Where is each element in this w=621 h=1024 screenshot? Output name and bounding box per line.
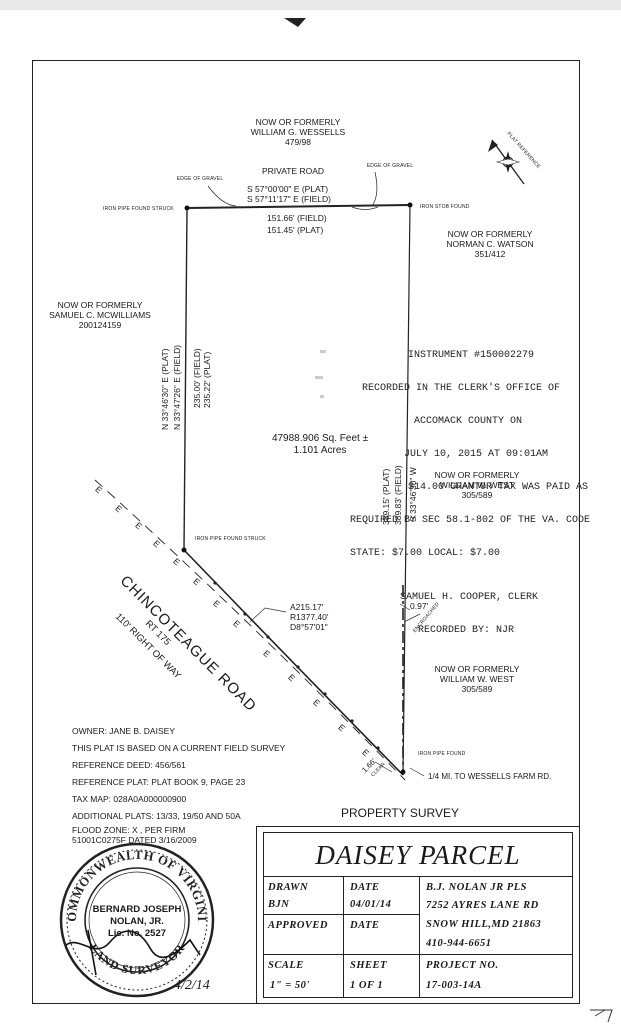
tb-divider	[419, 876, 420, 998]
iron-pipe-nw-label: IRON PIPE FOUND STRUCK	[103, 206, 174, 212]
tb-divider	[343, 876, 344, 998]
west-dist-field: 235.00' (FIELD)	[192, 348, 202, 408]
edge-gravel-right-label: EDGE OF GRAVEL	[366, 163, 414, 169]
firm-address: 7252 AYRES LANE RD	[426, 900, 539, 911]
seal-name-1: BERNARD JOSEPH	[92, 904, 182, 915]
stamp-smudge	[315, 350, 326, 398]
property-survey-label: PROPERTY SURVEY	[340, 806, 460, 820]
firm-city: SNOW HILL,MD 21863	[426, 919, 542, 930]
iron-pipe-nw	[184, 205, 190, 211]
signature	[65, 930, 201, 959]
iron-pipe-sw-label: IRON PIPE FOUND STRUCK	[195, 536, 266, 542]
title-block	[263, 832, 573, 998]
scan-mark	[284, 18, 306, 27]
approved-label: APPROVED	[268, 920, 329, 931]
note-line: TAX MAP: 028A0A000000900	[72, 794, 187, 804]
curve-data: A215.17' R1377.40' D8°57'01"	[290, 602, 329, 632]
scan-mark-corner	[590, 1009, 613, 1023]
flood-note: FLOOD ZONE: X , PER FIRM 51001C0275F DAT…	[72, 825, 197, 845]
iron-stob-ne-label: IRON STOB FOUND	[420, 204, 470, 210]
tb-divider	[263, 876, 573, 877]
note-line: REFERENCE DEED: 456/561	[72, 760, 186, 770]
project-value: 17-003-14A	[426, 980, 482, 991]
scan-top-strip	[0, 0, 621, 10]
seal-ring-bottom: LAND SURVEYOR	[86, 941, 187, 977]
note-line: ADDITIONAL PLATS: 13/33, 19/50 AND 50A	[72, 811, 241, 821]
west-bearing-plat: N 33°46'30" E (PLAT)	[160, 348, 170, 430]
sheet-label: SHEET	[350, 960, 387, 971]
note-line: REFERENCE PLAT: PLAT BOOK 9, PAGE 23	[72, 777, 246, 787]
plat-notes: OWNER: JANE B. DAISEY THIS PLAT IS BASED…	[72, 723, 285, 825]
north-arrow-icon	[488, 139, 525, 185]
seal-name-2: NOLAN, JR.	[110, 916, 164, 927]
road-centerline	[94, 479, 406, 781]
parcel-southeast1-label: NOW OR FORMERLY WILLIAM W. WEST 305/589	[434, 470, 520, 500]
plat-title: DAISEY PARCEL	[315, 840, 521, 870]
private-road-label: PRIVATE ROAD	[261, 166, 325, 176]
parcel-north-label: NOW OR FORMERLY WILLIAM G. WESSELLS 479/…	[250, 117, 346, 147]
parcel-west-label: NOW OR FORMERLY SAMUEL C. MCWILLIAMS 200…	[49, 300, 151, 330]
recording-stamp: INSTRUMENT #150002279 RECORDED IN THE CL…	[350, 350, 591, 636]
tb-divider	[263, 954, 573, 955]
iron-pipe-se	[400, 769, 406, 775]
seal-license: Lic. No. 2527	[107, 928, 167, 939]
offset-label: 0.97'	[410, 601, 429, 611]
date-value: 04/01/14	[350, 899, 392, 910]
west-boundary-line	[183, 207, 188, 551]
approved-date-label: DATE	[350, 920, 380, 931]
title-block-outer	[256, 826, 580, 1004]
svg-text:LAND SURVEYOR: LAND SURVEYOR	[86, 941, 187, 977]
project-label: PROJECT NO.	[426, 960, 499, 971]
drawn-value: BJN	[268, 899, 290, 910]
gravel-edge-left	[207, 185, 237, 207]
iron-pipe-se-label: IRON PIPE FOUND	[418, 751, 466, 757]
north-dist-field: 151.66' (FIELD)	[267, 213, 327, 223]
note-line: OWNER: JANE B. DAISEY	[72, 726, 175, 736]
gravel-edge-right	[371, 171, 378, 207]
area-label: 47988.906 Sq. Feet ± 1.101 Acres	[271, 433, 369, 456]
firm-phone: 410-944-6651	[426, 938, 492, 949]
firm-name: B.J. NOLAN JR PLS	[426, 882, 527, 893]
scale-value: 1" = 50'	[270, 980, 310, 991]
date-label: DATE	[350, 882, 380, 893]
drawn-label: DRAWN	[268, 882, 309, 893]
note-line: THIS PLAT IS BASED ON A CURRENT FIELD SU…	[72, 743, 286, 753]
west-bearing-field: N 33°47'26" E (FIELD)	[172, 344, 182, 430]
iron-stob-ne	[407, 202, 413, 208]
north-bearing-field: S 57°11'17" E (FIELD)	[247, 194, 331, 204]
frontage-dots	[213, 581, 380, 750]
iron-pipe-sw	[181, 547, 187, 553]
scale-label: SCALE	[268, 960, 304, 971]
wessells-note: 1/4 MI. TO WESSELLS FARM RD.	[428, 772, 552, 781]
west-dist-plat: 235.22' (PLAT)	[202, 351, 212, 408]
tb-divider	[263, 914, 419, 915]
north-dist-plat: 151.45' (PLAT)	[267, 225, 324, 235]
east-boundary-line	[402, 204, 411, 776]
sheet-value: 1 OF 1	[350, 980, 384, 991]
parcel-east-label: NOW OR FORMERLY NORMAN C. WATSON 351/412	[446, 229, 534, 259]
parcel-southeast2-label: NOW OR FORMERLY WILLIAM W. WEST 305/589	[434, 664, 520, 694]
signature-date: 4/2/14	[174, 978, 210, 993]
edge-gravel-left-label: EDGE OF GRAVEL	[176, 176, 224, 182]
north-bearing-plat: S 57°00'00" E (PLAT)	[247, 184, 329, 194]
